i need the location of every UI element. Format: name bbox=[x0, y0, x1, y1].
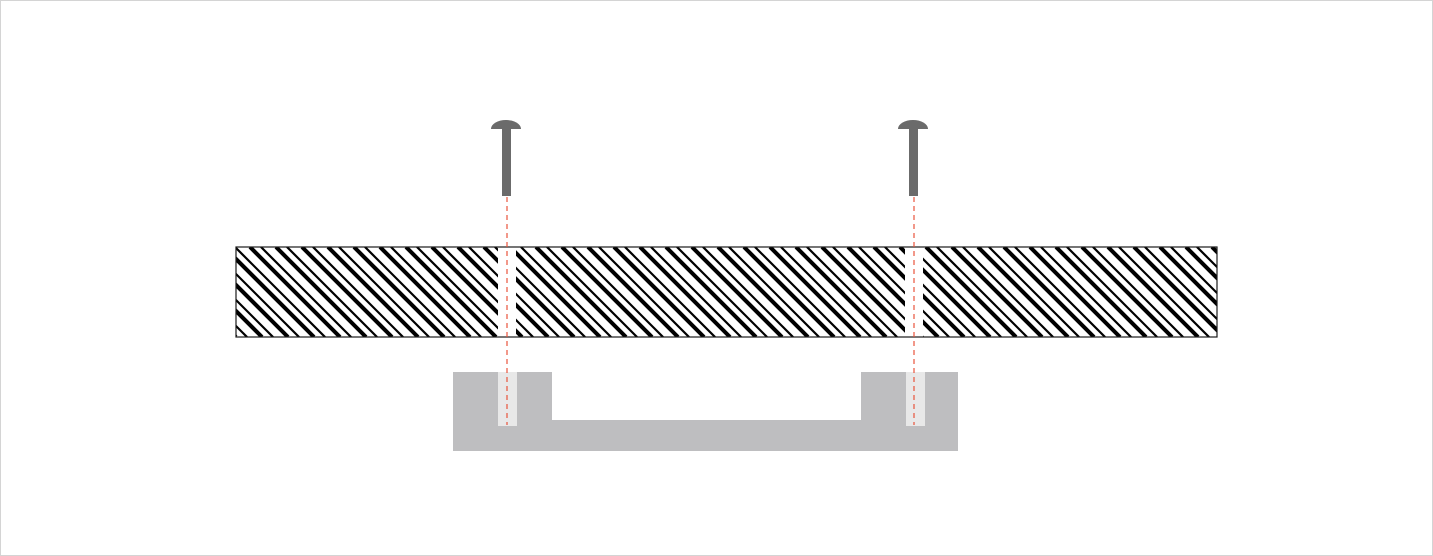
hatch-line bbox=[1080, 247, 1174, 337]
hatch-line bbox=[378, 247, 472, 337]
board-hatching bbox=[236, 247, 1313, 337]
hatch-line bbox=[728, 247, 820, 337]
hatch-line bbox=[560, 247, 654, 337]
hatch-line bbox=[702, 247, 794, 337]
hatch-line bbox=[508, 247, 602, 337]
hatch-line bbox=[1158, 247, 1217, 307]
hatch-line bbox=[1118, 247, 1210, 337]
hatch-line bbox=[1054, 247, 1148, 337]
hatch-line bbox=[404, 247, 498, 337]
hatch-line bbox=[586, 247, 680, 337]
screw-head-right bbox=[898, 120, 928, 129]
hatch-line bbox=[236, 298, 274, 337]
hatch-line bbox=[352, 247, 446, 337]
hatch-line bbox=[572, 247, 664, 337]
hatch-line bbox=[1210, 247, 1217, 255]
hatch-line bbox=[236, 324, 248, 337]
hatch-line bbox=[338, 247, 430, 337]
u-handle bbox=[453, 372, 958, 451]
hatch-line bbox=[312, 247, 404, 337]
hatch-line bbox=[274, 247, 368, 337]
hatch-line bbox=[1014, 247, 1106, 337]
hatch-line bbox=[1196, 247, 1217, 269]
hatch-line bbox=[1223, 247, 1313, 337]
hatch-line bbox=[768, 247, 862, 337]
screw-right bbox=[898, 120, 928, 196]
hatch-line bbox=[754, 247, 846, 337]
hatch-line bbox=[248, 247, 342, 337]
screw-left bbox=[491, 120, 521, 196]
hatch-line bbox=[962, 247, 1054, 337]
hatch-line bbox=[676, 247, 768, 337]
hatch-line bbox=[650, 247, 742, 337]
screw-shank-right bbox=[909, 128, 918, 196]
hatch-line bbox=[1144, 247, 1217, 321]
hatch-line bbox=[286, 247, 378, 337]
screw-shank-left bbox=[502, 128, 511, 196]
screw-head-left bbox=[491, 120, 521, 129]
hatch-line bbox=[546, 247, 638, 337]
handle-body bbox=[453, 372, 958, 451]
hatch-line bbox=[858, 247, 950, 337]
hatch-line bbox=[364, 247, 456, 337]
hatch-line bbox=[690, 247, 784, 337]
hatch-line bbox=[236, 334, 238, 337]
screw-hole-right bbox=[906, 372, 925, 426]
hatch-line bbox=[742, 247, 836, 337]
hatch-line bbox=[520, 247, 612, 337]
hatch-line bbox=[794, 247, 888, 337]
hatched-board bbox=[235, 246, 1313, 338]
hatch-line bbox=[442, 247, 534, 337]
hatch-line bbox=[624, 247, 716, 337]
hatch-line bbox=[598, 247, 690, 337]
hatch-line bbox=[534, 247, 628, 337]
board-outline bbox=[235, 246, 1218, 338]
hatch-line bbox=[236, 272, 300, 337]
hatch-line bbox=[1002, 247, 1096, 337]
hatch-line bbox=[1092, 247, 1184, 337]
hatch-line bbox=[716, 247, 810, 337]
hatch-line bbox=[664, 247, 758, 337]
hatch-line bbox=[936, 247, 1028, 337]
hatch-line bbox=[300, 247, 394, 337]
hatch-line bbox=[416, 247, 508, 337]
hatch-line bbox=[1028, 247, 1122, 337]
hatch-line bbox=[780, 247, 872, 337]
hatch-line bbox=[260, 247, 352, 337]
hatch-line bbox=[1106, 247, 1200, 337]
hatch-line bbox=[910, 247, 1002, 337]
hatch-line bbox=[950, 247, 1044, 337]
hatch-line bbox=[1132, 247, 1217, 333]
hatch-line bbox=[236, 282, 290, 337]
hatch-line bbox=[638, 247, 732, 337]
hatch-line bbox=[326, 247, 420, 337]
hatch-line bbox=[988, 247, 1080, 337]
hatch-line bbox=[976, 247, 1070, 337]
hatch-line bbox=[612, 247, 706, 337]
hatch-line bbox=[1040, 247, 1132, 337]
hatch-line bbox=[884, 247, 976, 337]
hatch-line bbox=[390, 247, 482, 337]
hatch-line bbox=[806, 247, 898, 337]
hatch-line bbox=[236, 256, 316, 337]
hatch-line bbox=[820, 247, 914, 337]
hatch-line bbox=[924, 247, 1018, 337]
hatch-line bbox=[1184, 247, 1217, 281]
hatch-line bbox=[236, 308, 264, 337]
hatch-line bbox=[236, 247, 326, 337]
hatch-line bbox=[1170, 247, 1217, 295]
hatch-line bbox=[1066, 247, 1158, 337]
